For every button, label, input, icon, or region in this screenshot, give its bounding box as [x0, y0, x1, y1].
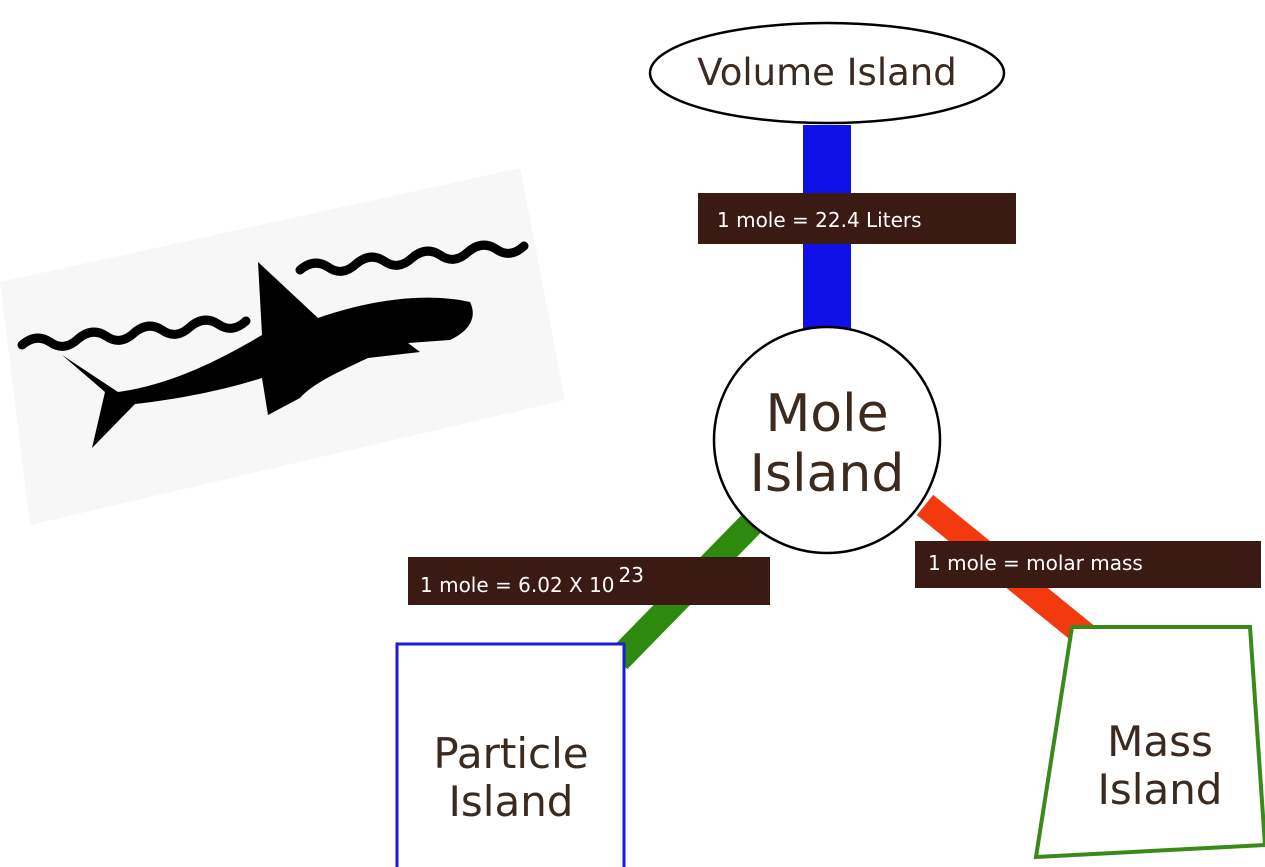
mass-island-label: Mass Island: [1060, 717, 1260, 815]
particle-island-label: Particle Island: [400, 729, 622, 827]
particle-conversion-text: 1 mole = 6.02 X 10: [420, 573, 615, 597]
mass-island-shape: [1033, 625, 1265, 860]
volume-conversion-label: 1 mole = 22.4 Liters: [717, 208, 922, 232]
mass-label-box: [915, 541, 1261, 588]
mole-island-line1: Mole: [765, 384, 889, 444]
mass-island-line2: Island: [1097, 765, 1223, 815]
particle-island-line2: Island: [448, 777, 574, 827]
shark-icon: [62, 262, 473, 448]
waves-icon: [17, 240, 529, 351]
particle-island-line1: Particle: [433, 729, 589, 778]
shark-clipart: [0, 168, 565, 525]
particle-label-box: [408, 557, 770, 605]
mass-conversion-label: 1 mole = molar mass: [928, 551, 1143, 575]
volume-label-box: [698, 193, 1016, 244]
volume-island-label: Volume Island: [697, 51, 957, 94]
mass-island-line1: Mass: [1107, 717, 1213, 766]
mole-island-shape: [712, 325, 942, 555]
particle-conversion-exponent: 23: [618, 563, 644, 587]
particle-island-shape: [395, 642, 626, 867]
volume-island-shape: [648, 21, 1006, 125]
mole-island-line2: Island: [749, 443, 905, 504]
mole-island-label: Mole Island: [720, 384, 934, 505]
